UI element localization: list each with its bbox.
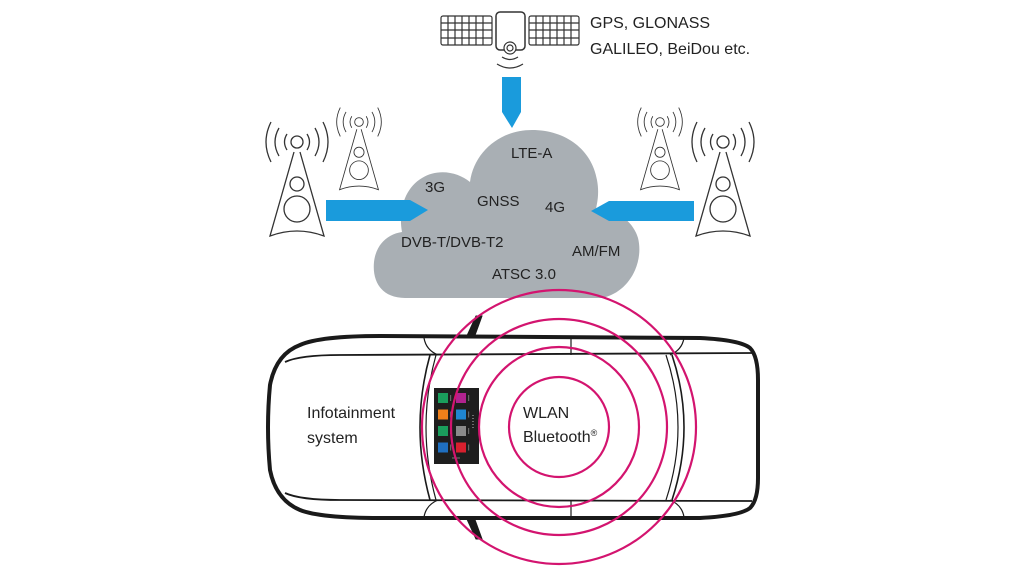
wireless-ring-3 (449, 317, 669, 537)
app-label-mark (450, 444, 452, 451)
car-outline (266, 315, 760, 540)
satellite-arrow-icon (502, 77, 521, 128)
cloud-label-atsc: ATSC 3.0 (492, 266, 556, 283)
orange-app-icon (438, 409, 448, 420)
satellite-icon (440, 11, 580, 69)
satellite-label-line1: GPS, GLONASS (590, 15, 710, 32)
app-label-mark (468, 411, 470, 418)
wireless-rings (420, 288, 698, 566)
cell-tower-icon-right-small (637, 107, 683, 191)
alert-app-icon (456, 442, 466, 453)
satellite-label-line2: GALILEO, BeiDou etc. (590, 41, 750, 58)
infotainment-label-line1: Infotainment (307, 405, 396, 422)
app-label-mark (468, 428, 470, 434)
bluetooth-label: Bluetooth® (523, 428, 598, 446)
bluetooth-text: Bluetooth (523, 429, 591, 446)
registered-mark: ® (591, 428, 598, 438)
wireless-ring-4 (420, 288, 698, 566)
infotainment-label-line2: system (307, 430, 358, 447)
audio-app-icon (456, 409, 466, 420)
green-app-icon (438, 393, 448, 403)
cloud-label-3g: 3G (425, 179, 445, 196)
settings-app-icon (456, 426, 466, 436)
cell-tower-icon-right-large (691, 121, 755, 238)
wireless-ring-2 (477, 345, 641, 509)
cell-tower-icon-left-small (336, 107, 382, 191)
media-app-icon (456, 393, 466, 403)
navigation-app-icon (438, 442, 448, 453)
app-label-mark (468, 444, 470, 451)
app-label-mark (450, 395, 452, 401)
left-towers-arrow-icon (326, 200, 428, 221)
infotainment-screen (434, 388, 479, 464)
wireless-ring-1 (507, 375, 611, 479)
cloud-label-gnss: GNSS (477, 193, 520, 210)
phone-app-icon (438, 426, 448, 436)
cloud-label-dvb: DVB-T/DVB-T2 (401, 234, 504, 251)
right-towers-arrow-icon (591, 201, 694, 221)
app-label-mark (450, 411, 452, 418)
wlan-label: WLAN (523, 405, 569, 422)
cloud-label-amfm: AM/FM (572, 243, 620, 260)
cell-tower-icon-left-large (265, 121, 329, 238)
network-cloud (373, 130, 640, 298)
cloud-label-lte-a: LTE-A (511, 145, 552, 162)
app-label-mark (468, 395, 470, 401)
cloud-label-4g: 4G (545, 199, 565, 216)
